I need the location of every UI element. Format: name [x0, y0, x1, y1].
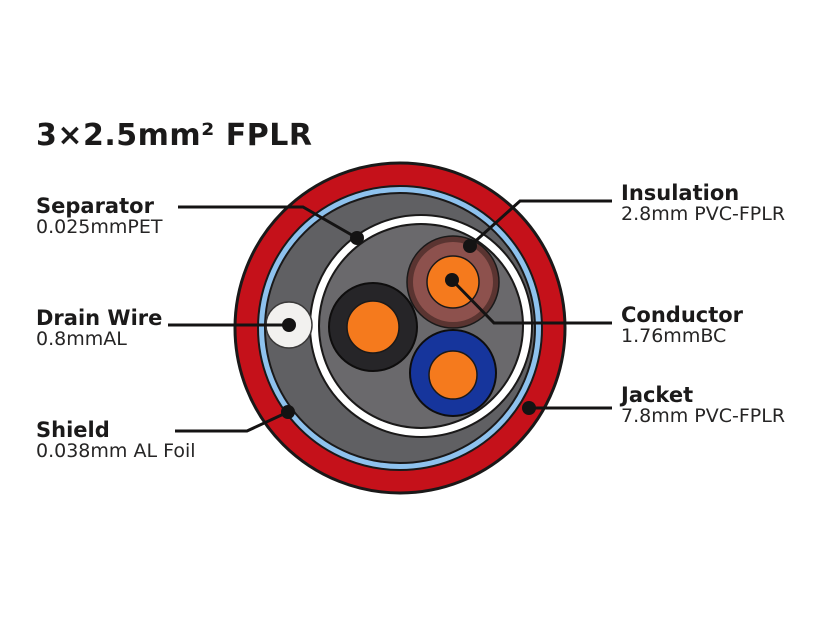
conductor-callout: Conductor 1.76mmBC — [621, 304, 743, 347]
conductor-spec: 1.76mmBC — [621, 325, 727, 347]
shield-callout: Shield 0.038mm AL Foil — [36, 419, 196, 462]
jacket-spec: 7.8mm PVC-FPLR — [621, 405, 786, 427]
jacket-label: Jacket — [621, 383, 694, 407]
leader-dots — [281, 231, 536, 419]
jacket-leader-dot — [522, 401, 536, 415]
shield-leader-dot — [281, 405, 295, 419]
separator-leader-dot — [350, 231, 364, 245]
shield-label: Shield — [36, 418, 110, 442]
blue-wire-conductor-core — [428, 350, 478, 400]
shield-spec: 0.038mm AL Foil — [36, 440, 196, 462]
separator-callout: Separator 0.025mmPET — [36, 195, 162, 238]
separator-leader-line — [178, 205, 358, 240]
insulation-leader-line — [468, 199, 612, 248]
jacket-callout: Jacket 7.8mm PVC-FPLR — [621, 384, 785, 427]
drain-wire-callout: Drain Wire 0.8mmAL — [36, 307, 162, 350]
cable-rings — [233, 161, 567, 495]
insulation-callout: Insulation 2.8mm PVC-FPLR — [621, 182, 785, 225]
insulation-label: Insulation — [621, 181, 740, 205]
separator-spec: 0.025mmPET — [36, 216, 163, 238]
drain-wire-spec: 0.8mmAL — [36, 328, 127, 350]
diagram-title: 3×2.5mm² FPLR — [36, 118, 313, 153]
black-wire-conductor-core — [346, 300, 400, 354]
conductor-label: Conductor — [621, 303, 744, 327]
leader-lines — [168, 199, 612, 433]
drain-wire-label: Drain Wire — [36, 306, 163, 330]
insulation-leader-dot — [463, 239, 477, 253]
shield-leader-line — [175, 410, 289, 433]
insulation-spec: 2.8mm PVC-FPLR — [621, 203, 786, 225]
drain-wire-leader-dot — [282, 318, 296, 332]
separator-label: Separator — [36, 194, 154, 218]
conductor-leader-line — [450, 278, 612, 325]
conductor-leader-dot — [445, 273, 459, 287]
